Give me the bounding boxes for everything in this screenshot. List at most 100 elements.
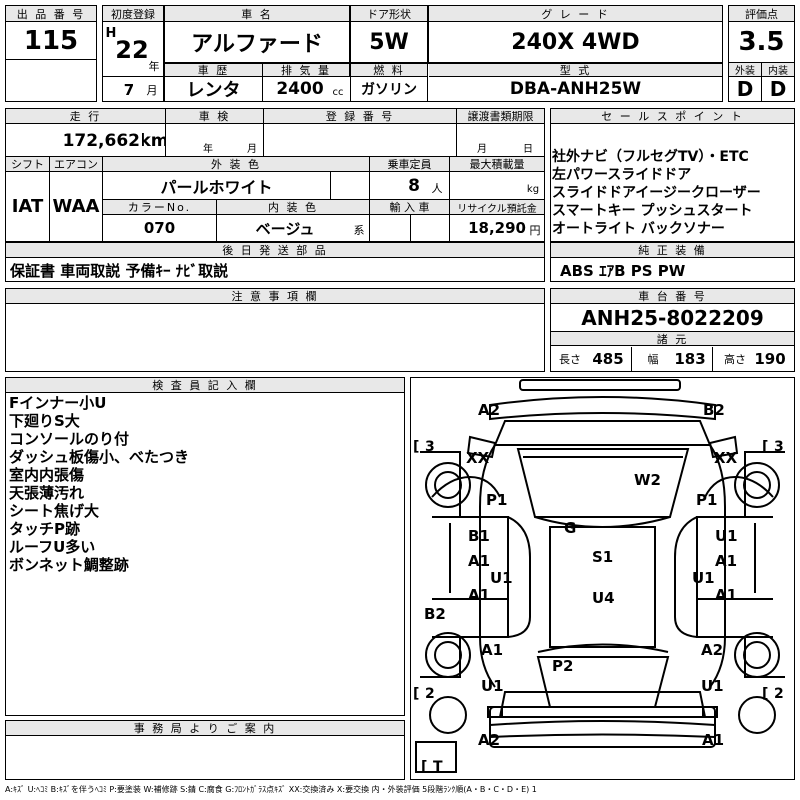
- height-label: 高さ: [724, 353, 746, 366]
- fuel-label: 燃 料: [351, 64, 428, 77]
- color-number: 070: [103, 215, 217, 241]
- spare-tire: T: [433, 759, 443, 775]
- mark-a1-rear: A1: [702, 731, 724, 749]
- tire-front-left: 3: [425, 439, 435, 455]
- first-registration-box: [102, 5, 164, 102]
- mark-a2-right: A2: [701, 641, 723, 659]
- sales-points-label: セ ー ル ス ポ イ ン ト: [551, 109, 794, 124]
- inspector-notes: Fインナー小U 下廻りS大 コンソールのり付 ダッシュ板傷小、べたつき 室内内張…: [9, 394, 189, 574]
- import-label: 輸 入 車: [370, 200, 450, 215]
- sales-point: スマートキー プッシュスタート: [552, 203, 753, 219]
- mark-xx-left: XX: [466, 449, 490, 467]
- mark-b2-left: B2: [424, 605, 446, 623]
- car-name-label: 車 名: [165, 6, 349, 22]
- mark-u1-right-1: U1: [692, 569, 715, 587]
- interior-color-label: 内 装 色: [217, 200, 370, 215]
- history: レンタ: [165, 77, 263, 101]
- svg-text:[: [: [762, 686, 768, 702]
- recycle-deposit: 18,290: [468, 219, 526, 237]
- mark-b1-left: B1: [468, 527, 490, 545]
- inspection-month-unit: 月: [247, 143, 257, 155]
- genuine-equipment-label: 純 正 装 備: [551, 243, 794, 258]
- interior-color-unit: 系: [353, 224, 365, 237]
- interior-label: 内装: [762, 62, 794, 77]
- inspector-note: ボンネット鯛整跡: [9, 556, 129, 574]
- mileage-unit: km: [142, 131, 166, 151]
- sales-point: スライドドアイージークローザー: [552, 185, 761, 201]
- score-box: [728, 5, 795, 102]
- history-label: 車 歴: [165, 64, 263, 77]
- car-name-box: [164, 5, 350, 63]
- mark-a2-rear: A2: [478, 731, 500, 749]
- ac-label: エアコン: [50, 157, 103, 172]
- header-second-row: [164, 63, 723, 102]
- grade-label: グ レ ー ド: [429, 6, 722, 22]
- car-damage-diagram: [ 3 [ 3 [ 2 [ 2 [ T A2 B2 XX XX P1 P1 W2…: [413, 379, 785, 775]
- genuine-equipment-box: [550, 242, 795, 282]
- transfer-day-unit: 日: [523, 143, 533, 155]
- length-label: 長さ: [559, 353, 581, 366]
- notes-label: 注 意 事 項 欄: [6, 289, 544, 304]
- ac: WAA: [50, 172, 103, 241]
- vehicle-info-grid: [5, 108, 545, 242]
- parts-label: 後 日 発 送 部 品: [6, 243, 544, 258]
- mark-a1-right-2: A1: [715, 586, 737, 604]
- height: 190: [754, 350, 786, 368]
- lot-number: 115: [6, 22, 96, 60]
- reg-month-unit: 月: [146, 84, 158, 97]
- mark-b2-front-right: B2: [703, 401, 725, 419]
- shift-label: シフト: [6, 157, 50, 172]
- office-box: [5, 720, 405, 780]
- interior-color: ベージュ: [255, 219, 315, 238]
- model-label: 型 式: [429, 64, 722, 77]
- svg-text:[: [: [762, 439, 768, 455]
- mark-xx-right: XX: [714, 449, 738, 467]
- recycle-deposit-label: リサイクル預託金: [450, 200, 544, 215]
- capacity-unit: 人: [431, 182, 443, 195]
- exterior-color-label: 外 装 色: [103, 157, 370, 172]
- tire-rear-right: 2: [774, 686, 784, 702]
- door-label: ドア形状: [351, 6, 427, 22]
- mark-a1-right-1: A1: [715, 552, 737, 570]
- mark-a1-left-2: A1: [468, 586, 490, 604]
- reg-month: 7: [123, 81, 135, 99]
- chassis-number-label: 車 台 番 号: [551, 289, 794, 304]
- inspector-label: 検 査 員 記 入 欄: [6, 378, 404, 393]
- sales-point: 社外ナビ（フルセグTV）・ETC: [552, 149, 749, 165]
- inspector-note: タッチP跡: [9, 520, 80, 538]
- recycle-deposit-unit: 円: [529, 224, 541, 237]
- inspector-note: ルーフU多い: [9, 538, 96, 556]
- shift: IAT: [6, 172, 50, 241]
- notes-box: [5, 288, 545, 372]
- reg-year: 22: [115, 36, 149, 64]
- parts-to-ship: 保証書 車両取説 予備ｷｰ ﾅﾋﾞ取説: [10, 261, 229, 280]
- svg-text:[: [: [413, 686, 419, 702]
- parts-box: [5, 242, 545, 282]
- car-name: アルファード: [191, 32, 323, 57]
- interior-score: D: [769, 77, 787, 101]
- mark-p1-left: P1: [486, 491, 507, 509]
- chassis-number: ANH25-8022209: [551, 304, 794, 332]
- sales-point: 左パワースライドドア: [552, 167, 692, 183]
- registration-number: [264, 124, 457, 157]
- lot-number-label: 出 品 番 号: [6, 6, 96, 22]
- displacement: 2400: [276, 79, 324, 99]
- mark-a1-left-1: A1: [468, 552, 490, 570]
- grade: 240X 4WD: [511, 29, 640, 55]
- sales-points-list: 社外ナビ（フルセグTV）・ETC 左パワースライドドア スライドドアイージークロ…: [552, 148, 761, 238]
- reg-year-unit: 年: [148, 60, 160, 73]
- mark-g: G: [564, 519, 576, 537]
- inspector-note: 室内内張傷: [9, 466, 85, 484]
- mark-u1-right-3: U1: [701, 677, 724, 695]
- mark-p2: P2: [552, 657, 573, 675]
- registration-number-label: 登 録 番 号: [264, 109, 457, 124]
- inspector-note: シート焦げ大: [9, 502, 100, 520]
- inspector-note: 天張薄汚れ: [9, 484, 85, 502]
- mark-w2: W2: [634, 471, 661, 489]
- fuel: ガソリン: [351, 77, 428, 101]
- width: 183: [674, 350, 706, 368]
- length: 485: [592, 350, 624, 368]
- door-type: 5W: [369, 29, 409, 55]
- inspector-note: コンソールのり付: [9, 430, 130, 448]
- capacity: 8: [408, 176, 420, 196]
